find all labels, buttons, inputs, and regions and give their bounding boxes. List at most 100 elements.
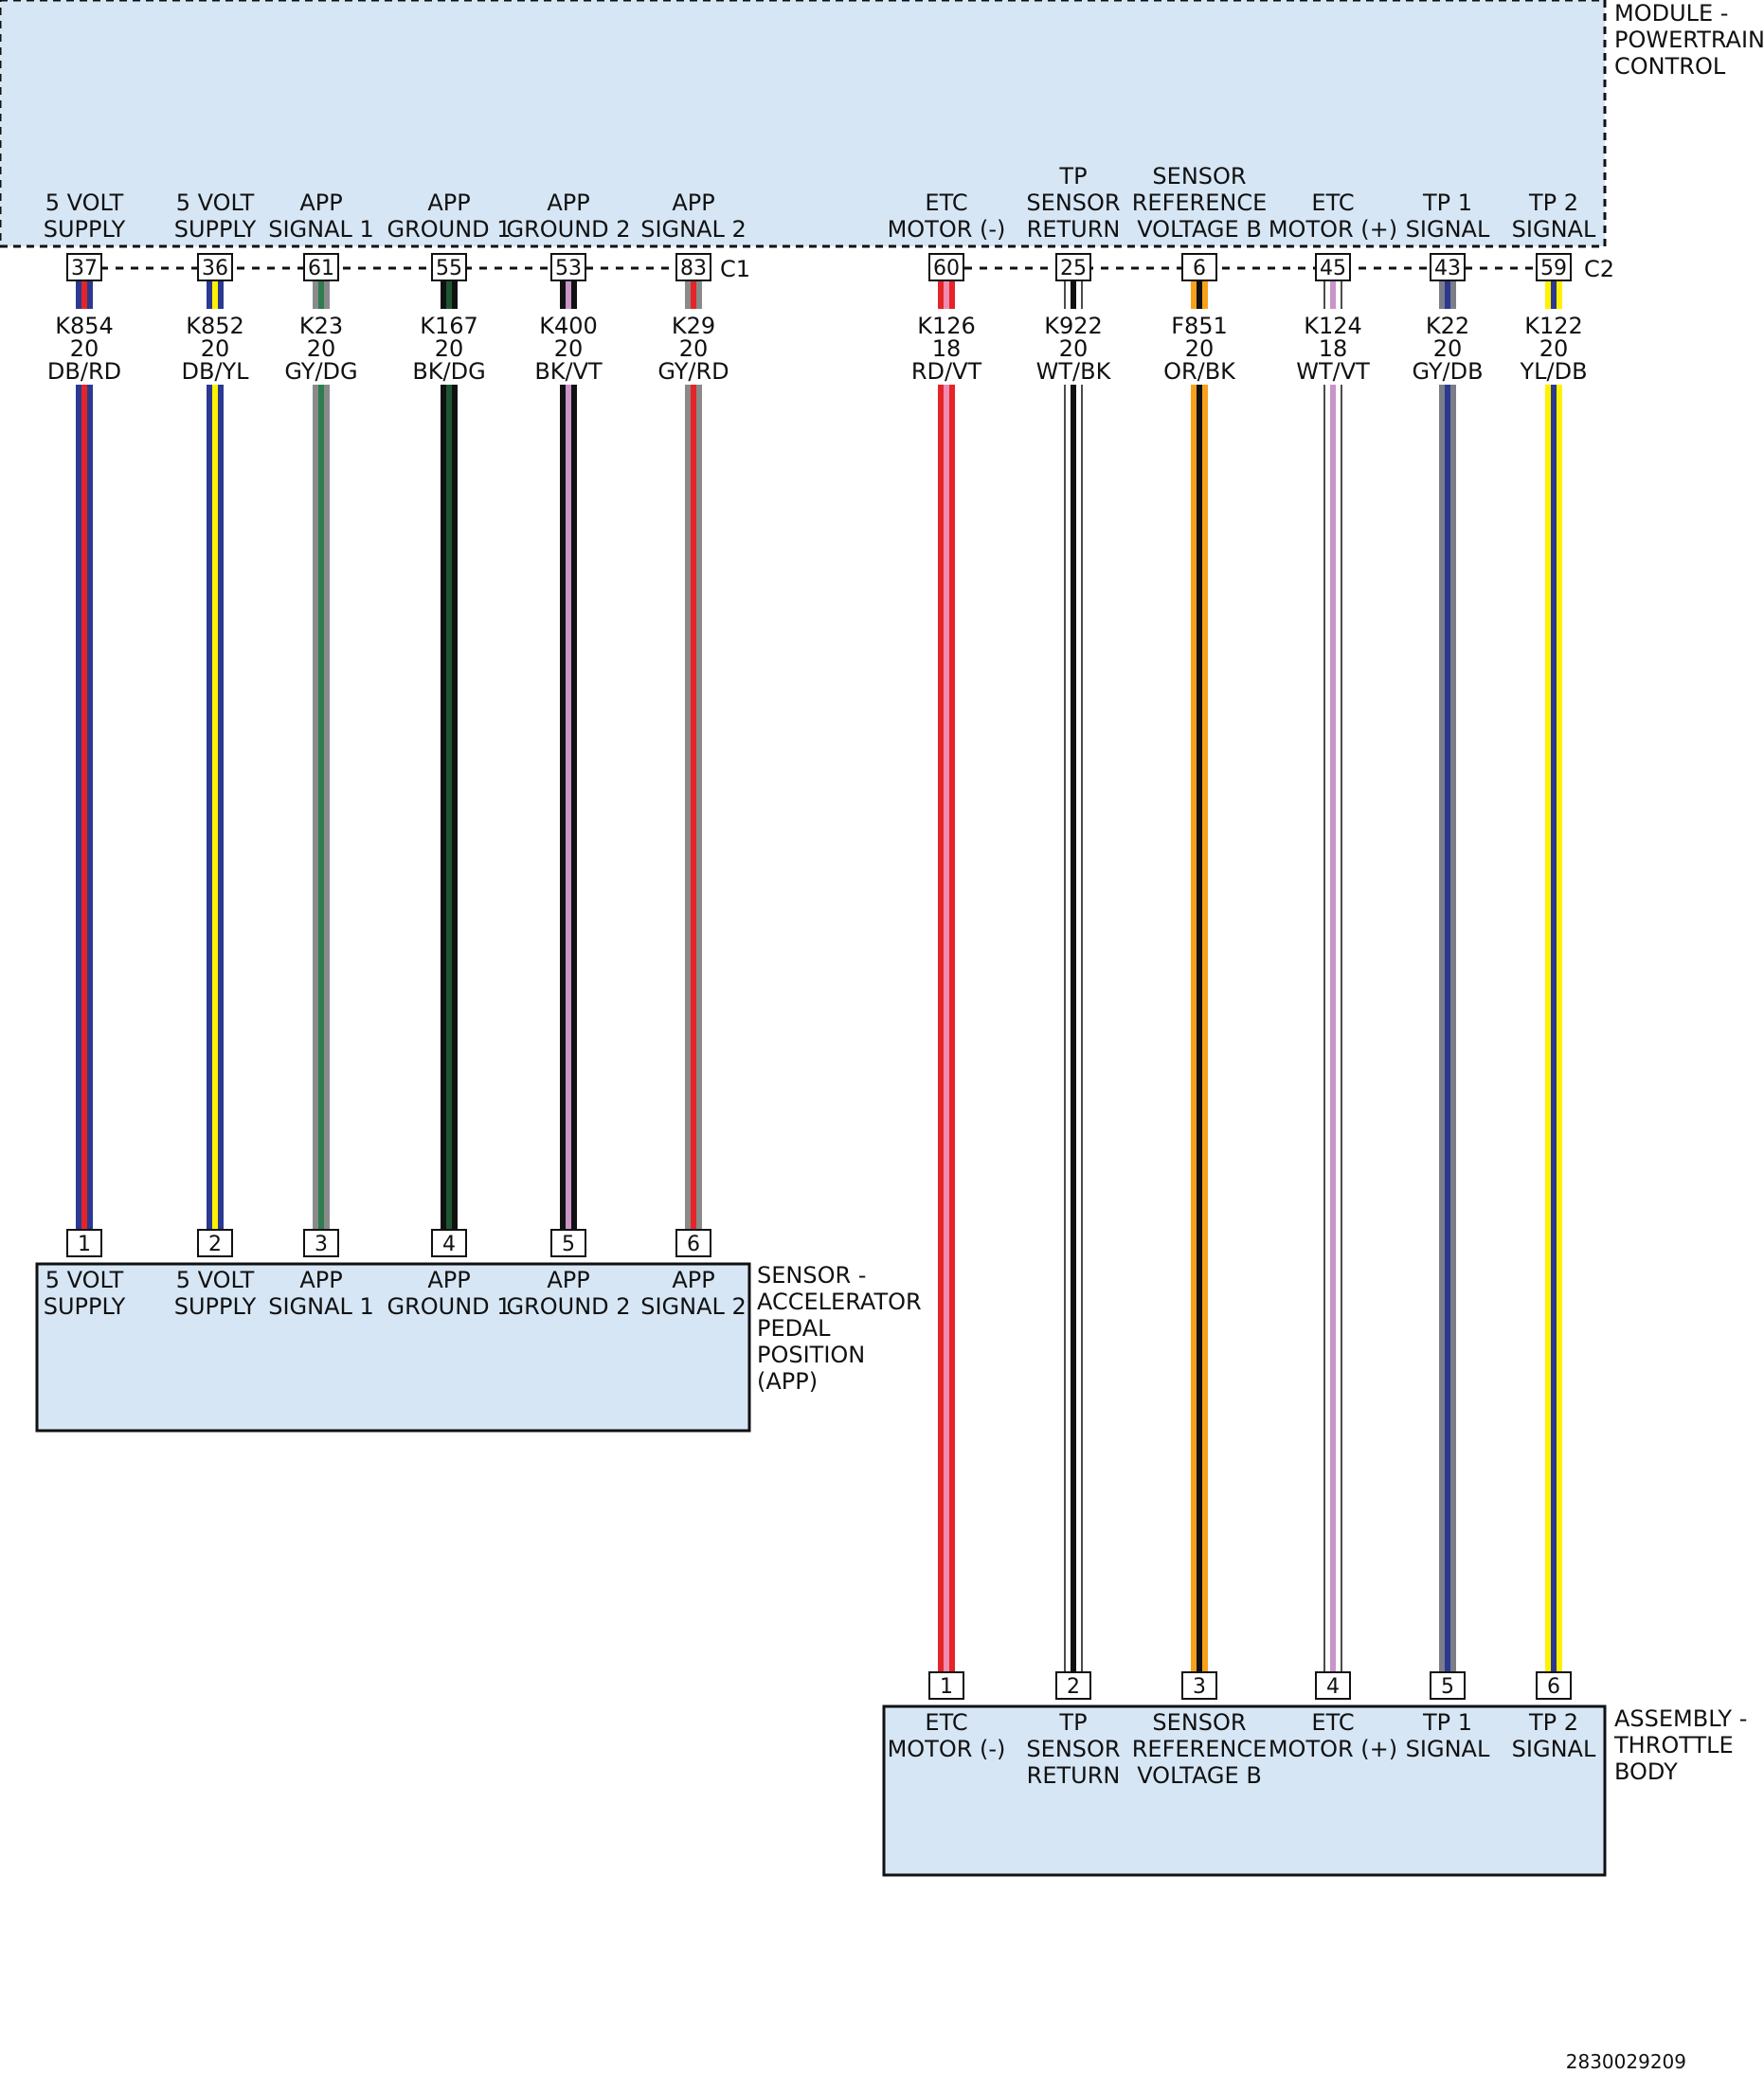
- pcm-pin-number: 36: [202, 257, 228, 280]
- wire-stripe: [1445, 280, 1450, 1672]
- component-pin-label: SIGNAL: [1512, 1736, 1596, 1762]
- component-pin-box: [1536, 1671, 1572, 1700]
- wire-color-code: RD/VT: [911, 358, 982, 385]
- component-pin-number: 6: [687, 1233, 700, 1256]
- component-pin-label: 5 VOLT: [45, 1267, 124, 1293]
- footer-id: 2830029209: [1566, 2050, 1686, 2073]
- pcm-pin-number: 6: [1193, 257, 1206, 280]
- component-pin-label: TP: [1058, 1709, 1087, 1736]
- pcm-pin-number: 43: [1434, 257, 1461, 280]
- wire-color-code: GY/DB: [1412, 358, 1483, 385]
- throttle-body-title-line-2: THROTTLE: [1613, 1732, 1734, 1758]
- pcm-pin-number: 60: [933, 257, 960, 280]
- pcm-pin-label: MOTOR (+): [1269, 216, 1397, 243]
- pcm-pin-label: SENSOR: [1026, 189, 1120, 216]
- component-pin-label: APP: [672, 1267, 714, 1293]
- pcm-pin-box: [675, 253, 711, 281]
- wire-label-bg: [266, 309, 376, 385]
- wire-stripe: [81, 280, 87, 1230]
- component-pin-label: 5 VOLT: [176, 1267, 255, 1293]
- component-pin-box: [1055, 1671, 1091, 1700]
- wire-gauge: 20: [435, 335, 464, 362]
- pcm-pin-label: SIGNAL 1: [268, 216, 374, 243]
- pcm-pin-number: 55: [436, 257, 462, 280]
- wire-stripe: [1330, 280, 1336, 1672]
- pcm-pin-box: [431, 253, 467, 281]
- pcm-pin-box: [550, 253, 586, 281]
- component-pin-box: [1181, 1671, 1217, 1700]
- pcm-pin-label: SUPPLY: [44, 216, 126, 243]
- wire-color-code: WT/VT: [1296, 358, 1370, 385]
- component-pin-label: SIGNAL 2: [640, 1293, 747, 1320]
- wire-stripe: [212, 280, 218, 1230]
- component-pin-box: [550, 1229, 586, 1257]
- component-pin-box: [197, 1229, 233, 1257]
- component-pin-box: [1430, 1671, 1466, 1700]
- component-pin-box: [928, 1671, 964, 1700]
- component-pin-label: MOTOR (+): [1269, 1736, 1397, 1762]
- component-pin-label: MOTOR (-): [888, 1736, 1006, 1762]
- wire-gauge: 20: [1185, 335, 1215, 362]
- throttle-body-box: [882, 1704, 1607, 1877]
- pcm-pin-label: SUPPLY: [174, 216, 257, 243]
- wire-id: K922: [1044, 313, 1103, 339]
- wire-label-bg: [160, 309, 270, 385]
- wire-label-bg: [1393, 309, 1503, 385]
- wire-color-code: GY/RD: [657, 358, 729, 385]
- wire-color-code: BK/VT: [534, 358, 603, 385]
- wire-stripe: [446, 280, 452, 1230]
- pcm-pin-box: [1055, 253, 1091, 281]
- app-sensor-title-line-4: POSITION: [757, 1342, 865, 1368]
- connector-c2-label: C2: [1584, 256, 1614, 282]
- pcm-pin-box: [197, 253, 233, 281]
- pcm-pin-label: 5 VOLT: [45, 189, 124, 216]
- pcm-title-line-3: CONTROL: [1614, 53, 1726, 80]
- component-pin-label: SENSOR: [1152, 1709, 1246, 1736]
- pcm-pin-box: [66, 253, 102, 281]
- wire-stripe: [1551, 280, 1557, 1672]
- wire-gauge: 20: [679, 335, 709, 362]
- wire-gauge: 20: [201, 335, 230, 362]
- pcm-pin-box: [1430, 253, 1466, 281]
- pcm-pin-label: SIGNAL: [1406, 216, 1490, 243]
- pcm-pin-label: APP: [547, 189, 589, 216]
- wire-stripe: [566, 280, 571, 1230]
- wire-gauge: 18: [1319, 335, 1348, 362]
- component-pin-label: TP 2: [1528, 1709, 1578, 1736]
- pcm-pin-number: 45: [1320, 257, 1346, 280]
- app-sensor-title-line-2: ACCELERATOR: [757, 1289, 922, 1315]
- wire-label-bg: [29, 309, 139, 385]
- connector-c1-label: C1: [720, 256, 750, 282]
- wire-gauge: 18: [932, 335, 962, 362]
- wire-color-code: BK/DG: [412, 358, 485, 385]
- pcm-pin-label: APP: [427, 189, 470, 216]
- component-pin-label: SENSOR: [1026, 1736, 1120, 1762]
- wire-label-bg: [1499, 309, 1609, 385]
- wire-color-code: YL/DB: [1519, 358, 1587, 385]
- wire-stripe: [1071, 280, 1076, 1672]
- wire-id: K22: [1426, 313, 1469, 339]
- wire-gauge: 20: [554, 335, 584, 362]
- pcm-pin-label: SIGNAL 2: [640, 216, 747, 243]
- wire-stripe: [318, 280, 324, 1230]
- component-pin-label: VOLTAGE B: [1137, 1762, 1262, 1789]
- wire-label-bg: [394, 309, 504, 385]
- wire-label-bg: [1018, 309, 1128, 385]
- component-pin-number: 1: [940, 1675, 953, 1699]
- component-pin-number: 4: [442, 1233, 456, 1256]
- component-pin-label: APP: [427, 1267, 470, 1293]
- pcm-pin-label: TP 2: [1528, 189, 1578, 216]
- component-pin-number: 6: [1547, 1675, 1560, 1699]
- pcm-pin-number: 53: [555, 257, 582, 280]
- wire-id: K400: [539, 313, 598, 339]
- wire-id: K167: [420, 313, 478, 339]
